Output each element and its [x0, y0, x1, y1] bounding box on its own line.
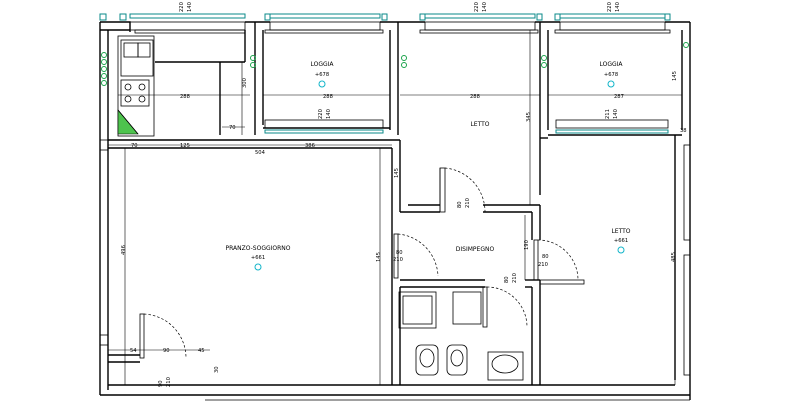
shower-icon — [398, 291, 437, 329]
dim-win3-a: 211 — [605, 109, 611, 119]
dim-right-145: 145 — [672, 71, 678, 81]
doors — [139, 167, 585, 359]
dim-kitchen-w: 288 — [180, 94, 190, 100]
dim-bottom-54: 54 — [130, 348, 137, 354]
room-pranzo-label: PRANZO-SOGGIORNO — [225, 245, 290, 252]
room-labels: LOGGIA +678 LOGGIA +678 LETTO LETTO +661… — [225, 61, 631, 271]
dim-door-80b: 80 — [396, 250, 403, 256]
room-disimpegno-label: DISIMPEGNO — [456, 246, 495, 253]
interior-walls — [99, 22, 682, 385]
room-loggia-right-label: LOGGIA — [599, 61, 623, 68]
dim-win2-a: 220 — [318, 109, 324, 119]
room-loggia-right-sub: +678 — [604, 72, 618, 78]
dim-row-386: 386 — [305, 143, 315, 149]
dim-top-win-right: 220 — [607, 2, 613, 12]
room-pranzo-sub: +661 — [251, 255, 265, 261]
level-marker-icon — [254, 263, 262, 271]
dim-letto-top-w: 288 — [470, 94, 480, 100]
dim-row-504: 504 — [255, 150, 266, 156]
kitchen-fixtures — [117, 35, 155, 137]
dim-loggia-l-w: 288 — [323, 94, 333, 100]
washbasin-icon — [487, 351, 524, 381]
dim-kitchen-h: 300 — [242, 78, 248, 88]
frame-ticks — [99, 13, 671, 21]
washer-icon — [452, 291, 482, 325]
top-windows — [129, 13, 671, 34]
dim-pranzo-h-right: 145 — [376, 252, 382, 262]
vent-icons — [101, 42, 689, 86]
level-marker-icon — [607, 80, 615, 88]
dim-top-win-left: 220 — [179, 2, 185, 12]
room-letto-top-label: LETTO — [470, 121, 489, 128]
room-letto-right-sub: +661 — [614, 238, 628, 244]
dim-letto-top-h: 345 — [526, 112, 532, 122]
dim-top-win-mid-b: 140 — [482, 2, 488, 12]
dim-dis-v1: 145 — [394, 168, 400, 178]
dim-door-80a: 80 — [457, 201, 463, 208]
dim-door-210b: 210 — [393, 257, 403, 263]
room-loggia-left-sub: +678 — [315, 72, 329, 78]
stove-icon — [120, 79, 150, 107]
dim-row-70: 70 — [131, 143, 138, 149]
dim-top-win-mid: 220 — [474, 2, 480, 12]
bidet-icon — [446, 344, 468, 376]
level-marker-icon — [617, 246, 625, 254]
dim-door-210a: 210 — [465, 198, 471, 208]
dim-door-80c: 80 — [542, 254, 549, 260]
room-letto-right-label: LETTO — [611, 228, 630, 235]
sink-icon — [120, 39, 154, 77]
bathroom-fixtures — [398, 291, 524, 381]
dim-bottom-210: 210 — [166, 377, 172, 387]
dim-bottom-30: 30 — [214, 366, 220, 373]
dim-row-125: 125 — [180, 143, 190, 149]
dim-top-win-left-b: 140 — [187, 2, 193, 12]
dim-top-win-right-b: 140 — [615, 2, 621, 12]
right-windows — [683, 144, 691, 376]
dimension-labels: 220 140 220 140 220 140 288 300 70 288 2… — [121, 2, 687, 387]
level-marker-icon — [318, 80, 326, 88]
dim-bottom-90: 90 — [163, 348, 170, 354]
dim-right-38: 38 — [680, 128, 687, 134]
dim-pranzo-h: 496 — [121, 245, 127, 255]
dim-letto-r-h: 485 — [671, 252, 677, 262]
dim-door-210c: 210 — [538, 262, 548, 268]
dim-win2-b: 140 — [326, 109, 332, 119]
dim-dis-v2: 190 — [524, 240, 530, 250]
dim-loggia-r-w: 287 — [614, 94, 624, 100]
dim-kitchen-70: 70 — [229, 125, 236, 131]
dim-door-80d: 80 — [504, 276, 510, 283]
dim-bottom-90b: 90 — [158, 380, 164, 387]
dim-door-210d: 210 — [512, 273, 518, 283]
room-loggia-left-label: LOGGIA — [310, 61, 334, 68]
outer-walls — [99, 21, 691, 401]
dim-win3-b: 140 — [613, 109, 619, 119]
dim-bottom-45: 45 — [198, 348, 205, 354]
toilet-icon — [415, 344, 439, 376]
dimension-lines — [108, 30, 682, 385]
